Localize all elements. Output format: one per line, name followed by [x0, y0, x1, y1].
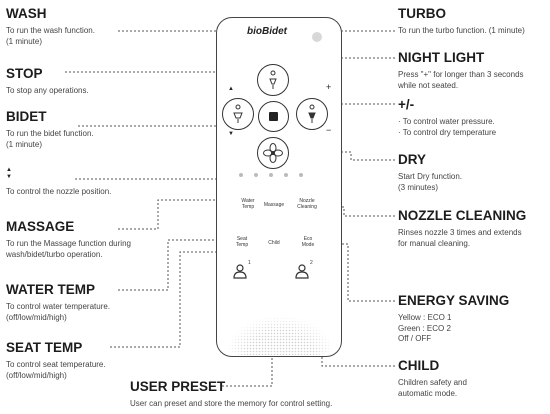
indicator-dot	[239, 173, 243, 177]
turbo-desc: To run the turbo function. (1 minute)	[398, 26, 525, 35]
seat-temp-annotation: SEAT TEMP To control seat temperature. (…	[6, 340, 106, 381]
indicator-dot	[269, 173, 273, 177]
nozzle-position-arrows: ▲ ▼	[6, 167, 111, 181]
seat-temp-leader	[110, 251, 233, 348]
nozzle-cleaning-button[interactable]: Nozzle Cleaning	[297, 198, 317, 210]
seat-temp-button[interactable]: Seat Temp	[235, 236, 249, 248]
wash-desc: To run the wash function. (1 minute)	[6, 26, 95, 46]
preset-2-label: 2	[310, 260, 313, 266]
minus-label[interactable]: −	[326, 125, 332, 135]
indicator-dot	[299, 173, 303, 177]
user-preset-title: USER PRESET	[130, 379, 226, 394]
bidet-leader	[78, 114, 224, 127]
turbo-title: TURBO	[398, 6, 446, 21]
fan-icon	[263, 143, 283, 163]
dry-annotation: DRY Start Dry function. (3 minutes)	[398, 152, 462, 193]
nozzle-cleaning-title: NOZZLE CLEANING	[398, 208, 527, 223]
bidet-desc: To run the bidet function. (1 minute)	[6, 129, 94, 149]
speaker-grille	[225, 305, 335, 355]
dry-desc: Start Dry function. (3 minutes)	[398, 172, 463, 192]
nozzle-up-arrow-label: ▲	[6, 167, 12, 173]
user-icon	[295, 264, 309, 279]
turbo-icon	[308, 104, 316, 123]
night-light-desc: Press "+" for longer than 3 seconds whil…	[398, 70, 524, 90]
energy-saving-annotation: ENERGY SAVING Yellow : ECO 1 Green : ECO…	[398, 293, 509, 345]
bidet-button[interactable]	[222, 98, 254, 130]
bidet-title: BIDET	[6, 109, 47, 124]
nozzle-cleaning-annotation: NOZZLE CLEANING Rinses nozzle 3 times an…	[398, 208, 526, 249]
brand-logo: bioBidet	[247, 26, 287, 37]
nozzle-down-arrow[interactable]: ▼	[228, 131, 234, 137]
water-temp-desc: To control water temperature. (off/low/m…	[6, 302, 111, 322]
user-preset-annotation: USER PRESET User can preset and store th…	[130, 379, 332, 410]
seat-temp-desc: To control seat temperature. (off/low/mi…	[6, 360, 106, 380]
plus-label[interactable]: +	[326, 82, 332, 92]
bidet-icon	[233, 104, 243, 123]
user-preset-1-button[interactable]: 1	[232, 260, 252, 279]
nozzle-down-arrow-label: ▼	[6, 174, 12, 180]
water-temp-button[interactable]: Water Temp	[241, 198, 255, 210]
indicator-dot	[254, 173, 258, 177]
stop-desc: To stop any operations.	[6, 86, 89, 95]
stop-icon	[269, 112, 278, 121]
plus-minus-leader	[335, 103, 395, 126]
plus-minus-desc: · To control water pressure. · To contro…	[398, 117, 497, 137]
massage-button[interactable]: Massage	[263, 202, 285, 208]
nozzle-cleaning-leader	[313, 206, 395, 217]
indicator-dot	[284, 173, 288, 177]
child-button[interactable]: Child	[268, 240, 280, 246]
bidet-annotation: BIDET To run the bidet function. (1 minu…	[6, 109, 94, 150]
plus-minus-annotation: +/- · To control water pressure. · To co…	[398, 97, 496, 138]
wash-button[interactable]	[257, 64, 289, 96]
massage-desc: To run the Massage function during wash/…	[6, 239, 131, 259]
plus-minus-title: +/-	[398, 97, 415, 112]
user-preset-desc: User can preset and store the memory for…	[130, 399, 333, 408]
status-led	[312, 32, 322, 42]
water-temp-title: WATER TEMP	[6, 282, 95, 297]
nozzle-position-desc: To control the nozzle position.	[6, 187, 112, 196]
night-light-annotation: NIGHT LIGHT Press "+" for longer than 3 …	[398, 50, 524, 91]
child-title: CHILD	[398, 358, 440, 373]
massage-leader	[118, 199, 240, 230]
wash-icon	[269, 70, 277, 89]
stop-title: STOP	[6, 66, 43, 81]
massage-annotation: MASSAGE To run the Massage function duri…	[6, 219, 131, 260]
nozzle-position-annotation: ▲ ▼ To control the nozzle position.	[6, 167, 111, 198]
dry-button[interactable]	[257, 137, 289, 169]
user-preset-2-button[interactable]: 2	[294, 260, 314, 279]
user-icon	[233, 264, 247, 279]
turbo-button[interactable]	[296, 98, 328, 130]
night-light-leader	[339, 57, 395, 87]
energy-saving-title: ENERGY SAVING	[398, 293, 510, 308]
energy-saving-desc: Yellow : ECO 1 Green : ECO 2 Off / OFF	[398, 313, 452, 343]
eco-mode-button[interactable]: Eco Mode	[301, 236, 315, 248]
night-light-title: NIGHT LIGHT	[398, 50, 485, 65]
massage-title: MASSAGE	[6, 219, 75, 234]
wash-title: WASH	[6, 6, 47, 21]
stop-button[interactable]	[258, 101, 289, 132]
preset-1-label: 1	[248, 260, 251, 266]
child-desc: Children safety and automatic mode.	[398, 378, 467, 398]
water-temp-annotation: WATER TEMP To control water temperature.…	[6, 282, 110, 323]
dry-title: DRY	[398, 152, 427, 167]
stop-annotation: STOP To stop any operations.	[6, 66, 89, 97]
turbo-annotation: TURBO To run the turbo function. (1 minu…	[398, 6, 525, 37]
wash-annotation: WASH To run the wash function. (1 minute…	[6, 6, 95, 47]
nozzle-up-arrow[interactable]: ▲	[228, 86, 234, 92]
seat-temp-title: SEAT TEMP	[6, 340, 83, 355]
child-annotation: CHILD Children safety and automatic mode…	[398, 358, 467, 399]
user-preset-leader	[222, 276, 273, 387]
water-temp-leader	[118, 239, 233, 291]
nozzle-cleaning-desc: Rinses nozzle 3 times and extends for ma…	[398, 228, 522, 248]
